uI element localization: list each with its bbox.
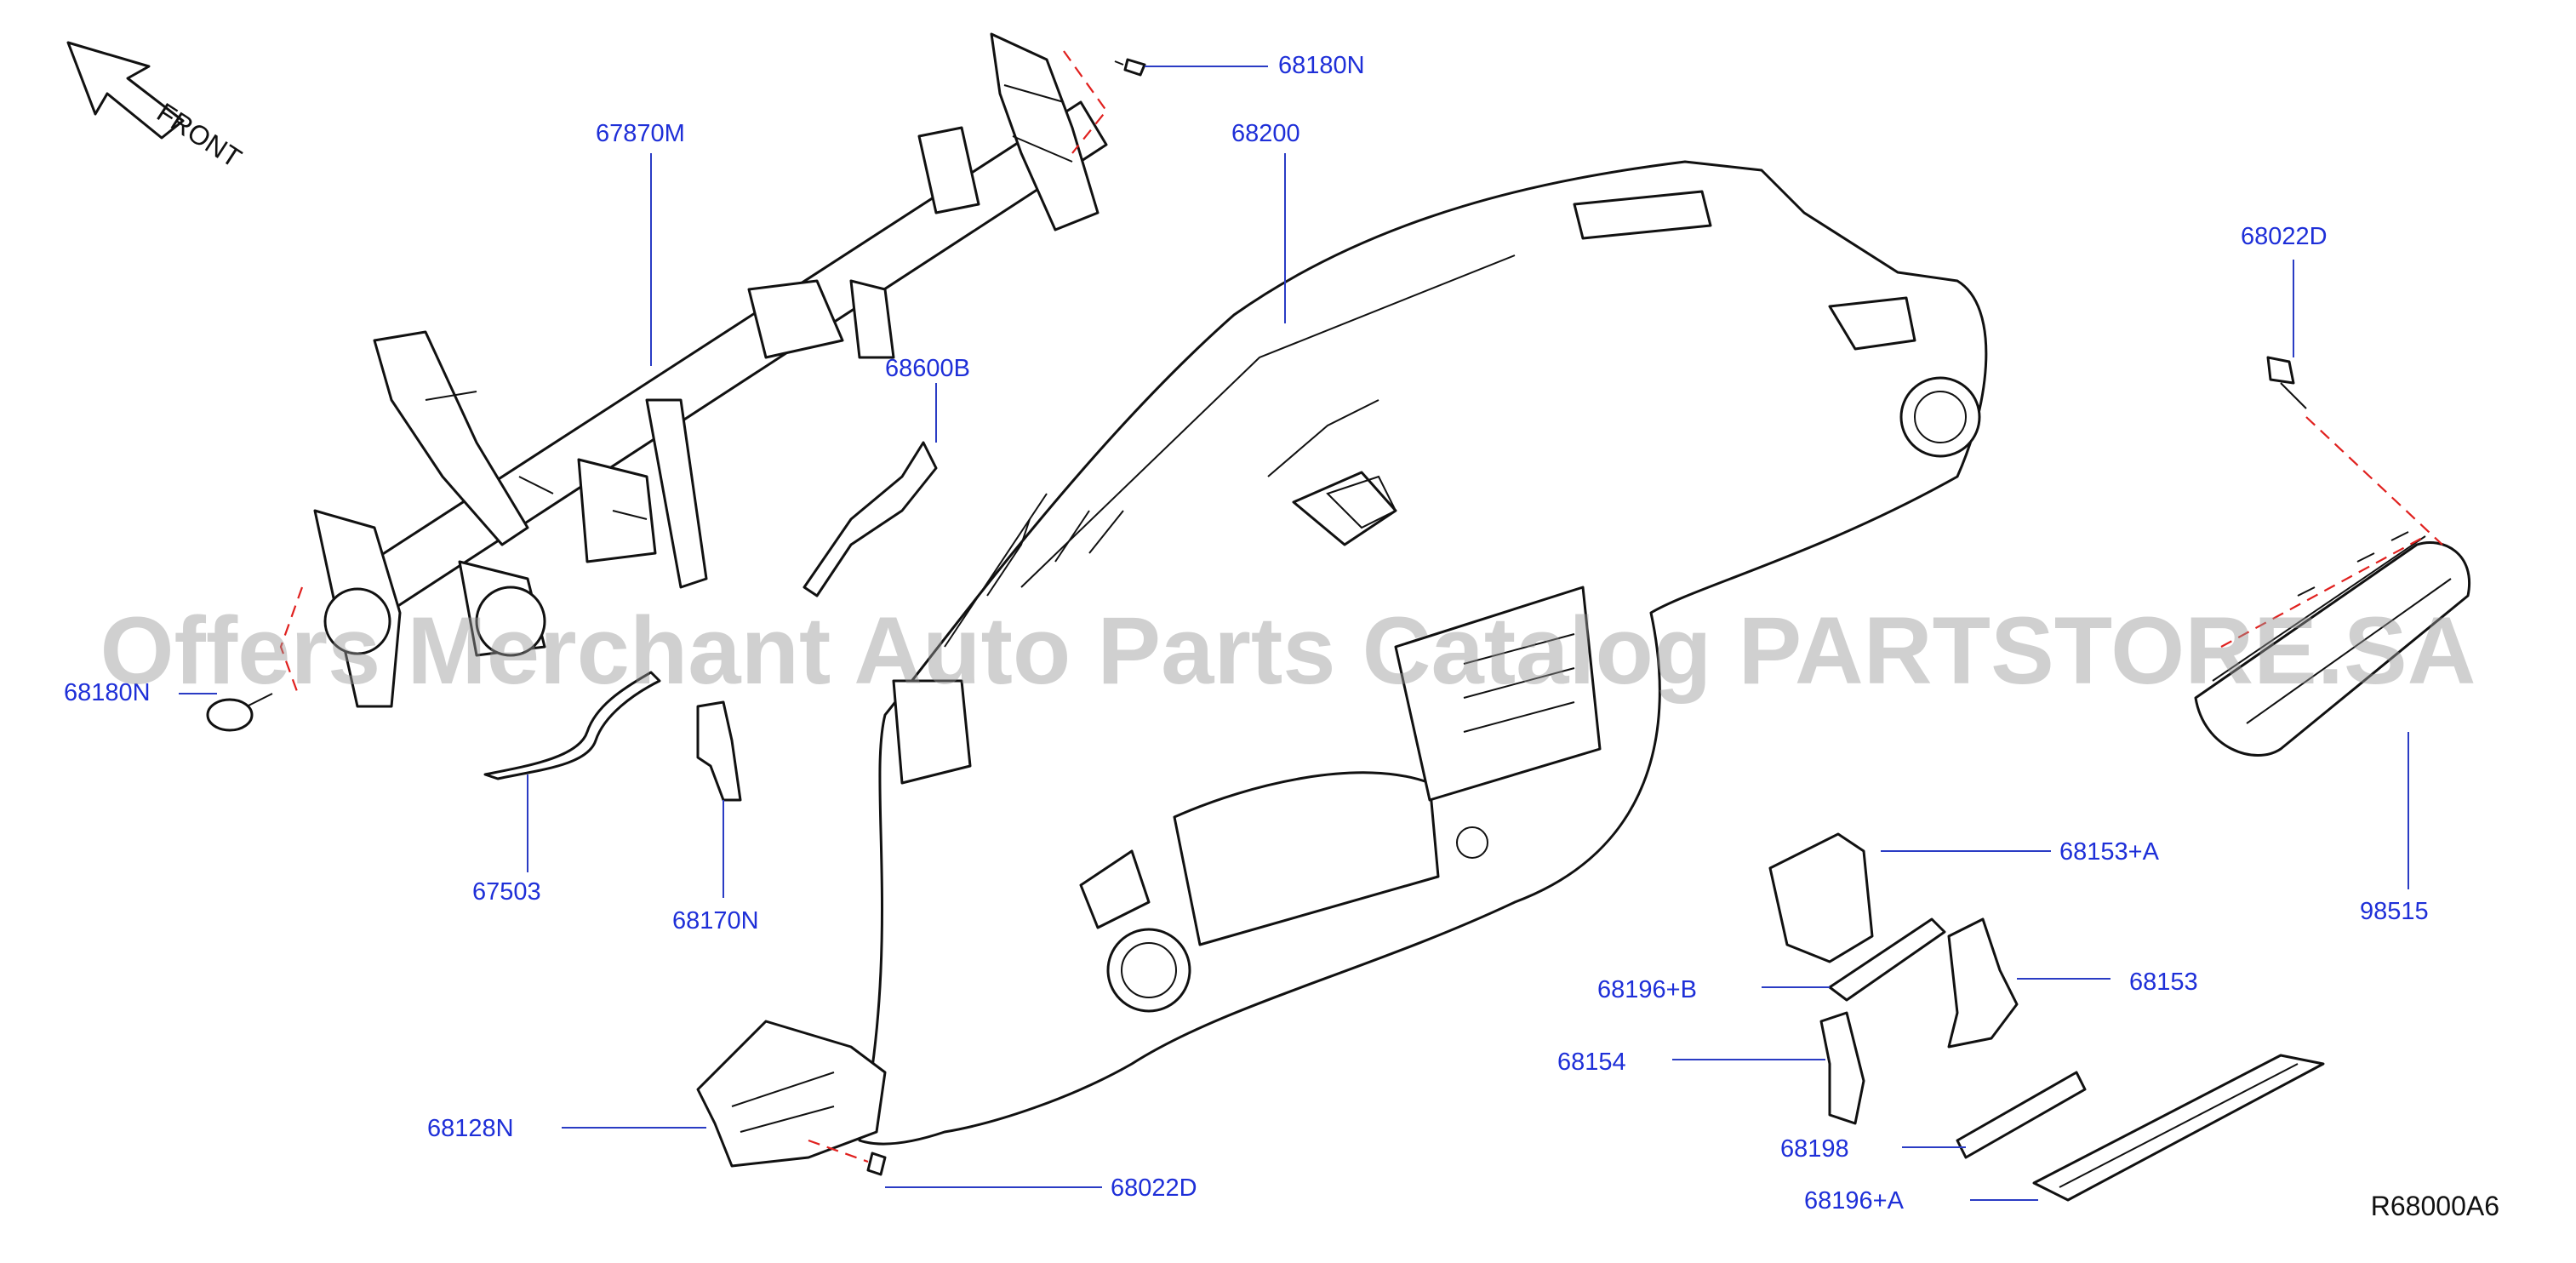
- instrument-panel-68200[interactable]: [858, 160, 1988, 1146]
- airbag-module-98515[interactable]: [2194, 531, 2470, 757]
- callout-68200[interactable]: 68200: [1231, 120, 1300, 147]
- callout-68600B[interactable]: 68600B: [885, 355, 970, 382]
- screw-68022D-right-icon: [2266, 356, 2307, 409]
- front-arrow-icon: [66, 41, 185, 140]
- callout-68196B[interactable]: 68196+B: [1597, 976, 1697, 1003]
- callout-leader-lines: [179, 66, 2409, 1201]
- watermark-text: Offers Merchant Auto Parts Catalog PARTS…: [100, 597, 2476, 704]
- callout-68022D-bottom[interactable]: 68022D: [1111, 1174, 1197, 1202]
- callout-67503[interactable]: 67503: [472, 878, 541, 906]
- bolt-68180N-left-icon: [206, 693, 273, 732]
- filler-68196B[interactable]: [1828, 917, 1946, 1002]
- callout-68153[interactable]: 68153: [2129, 969, 2198, 996]
- assembly-dashed-links: [279, 50, 2443, 1163]
- callout-68180N-left[interactable]: 68180N: [64, 679, 151, 706]
- rod-68198[interactable]: [1956, 1071, 2087, 1159]
- bracket-68153[interactable]: [1947, 917, 2019, 1049]
- bracket-68170N[interactable]: [696, 700, 742, 802]
- bracket-68153A[interactable]: [1768, 832, 1874, 963]
- screw-68022D-bottom-icon: [866, 1152, 887, 1176]
- callout-68170N[interactable]: 68170N: [672, 907, 759, 934]
- diagram-code: R68000A6: [2370, 1191, 2499, 1221]
- callout-98515[interactable]: 98515: [2360, 898, 2429, 925]
- callout-68154[interactable]: 68154: [1557, 1049, 1626, 1076]
- part-callouts: 68180N 67870M 68200 68022D 68600B 68180N…: [64, 52, 2429, 1214]
- callout-68022D-right[interactable]: 68022D: [2241, 223, 2328, 250]
- harness-clip-67503[interactable]: [483, 671, 661, 780]
- bracket-68600B[interactable]: [803, 441, 938, 597]
- bracket-68128N[interactable]: [696, 1020, 887, 1168]
- steering-member-67870M[interactable]: [313, 32, 1108, 708]
- callout-68180N-top[interactable]: 68180N: [1278, 52, 1365, 79]
- callout-68196A[interactable]: 68196+A: [1804, 1187, 1905, 1214]
- filler-68196A[interactable]: [2032, 1054, 2325, 1202]
- callout-67870M[interactable]: 67870M: [596, 120, 685, 147]
- bolt-68180N-top-icon: [1114, 58, 1146, 77]
- callout-68153A[interactable]: 68153+A: [2059, 838, 2160, 866]
- bracket-68154[interactable]: [1819, 1011, 1865, 1125]
- callout-68128N[interactable]: 68128N: [427, 1115, 514, 1142]
- callout-68198[interactable]: 68198: [1780, 1135, 1849, 1163]
